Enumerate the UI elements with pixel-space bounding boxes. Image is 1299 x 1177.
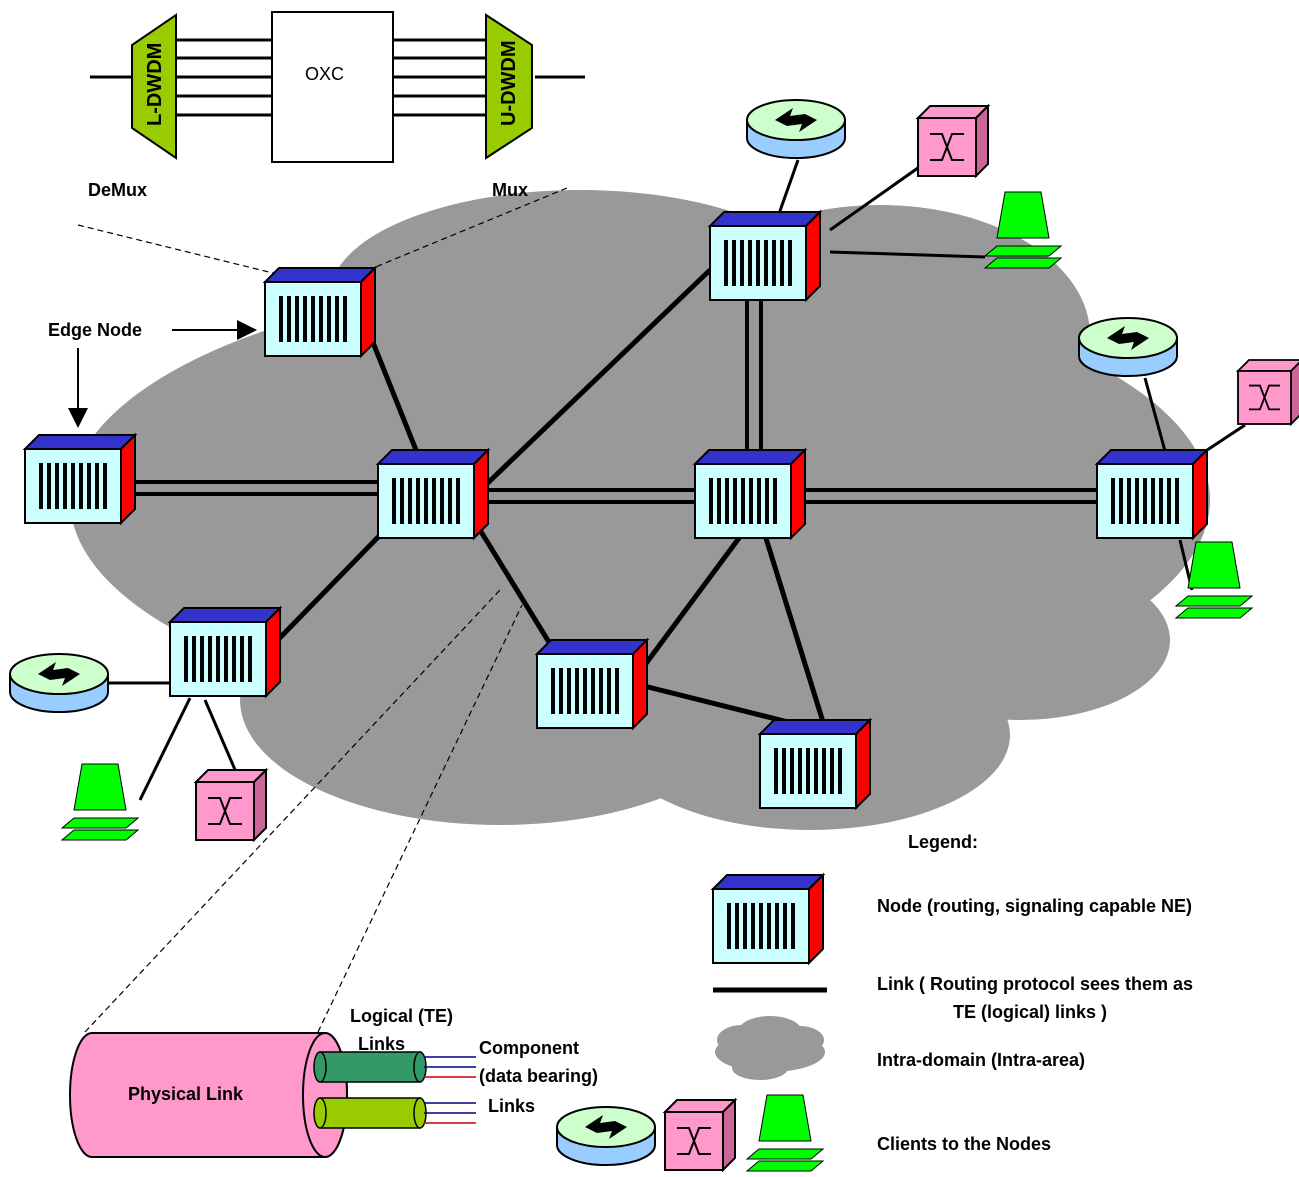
legend-domain-text: Intra-domain (Intra-area) [877,1050,1085,1070]
switch-icon [917,105,989,177]
component-label-3: Links [488,1096,535,1116]
node-bottom-right [759,719,871,809]
router-icon [1078,317,1178,377]
node-right [1096,449,1208,539]
legend-link-text-2: TE (logical) links ) [953,1002,1107,1022]
u-dwdm-mux [485,13,533,160]
component-strands [424,1056,476,1124]
legend-link-text: Link ( Routing protocol sees them as [877,974,1193,994]
legend: Legend: Node (routing, signaling capable… [556,832,1193,1172]
node-center [377,449,489,539]
edge-node-top [264,267,376,357]
mux-label: Mux [492,180,528,200]
legend-router-icon [556,1106,656,1166]
fiber-dark [313,1051,427,1083]
te-links [266,268,831,739]
switch-icon [1237,359,1299,425]
intra-domain-cloud [70,190,1210,830]
node-top-right [709,211,821,301]
component-label: Component [479,1038,579,1058]
legend-node-text: Node (routing, signaling capable NE) [877,896,1192,916]
edge-node-annotation: Edge Node [48,320,257,428]
oxc-zoom-lines [77,187,568,277]
node-center-right [694,449,806,539]
physical-link-label: Physical Link [128,1084,244,1104]
legend-cloud-icon [715,1016,825,1080]
te-double-links [135,300,1097,504]
l-dwdm-label: L-DWDM [144,43,166,126]
fiber-light [313,1097,427,1129]
physical-zoom-lines [84,589,523,1033]
oxc-box [271,11,394,163]
demux-label: DeMux [88,180,147,200]
node-bottom-center [536,639,648,729]
legend-switch-icon [664,1099,736,1171]
edge-node-left [24,434,136,524]
edge-node-label: Edge Node [48,320,142,340]
logical-te-label: Logical (TE) [350,1006,453,1026]
node-bottom-left [169,607,281,697]
switch-icon [195,769,267,841]
oxc-inset: OXC L-DWDM U-DWDM DeMux Mux [88,11,585,200]
workstation-icon [61,763,139,841]
legend-workstation-icon [746,1094,824,1172]
client-links [108,159,1246,801]
u-dwdm-label: U-DWDM [498,40,520,126]
component-label-2: (data bearing) [479,1066,598,1086]
l-dwdm-demux [131,13,177,160]
arrow-down-icon [68,408,88,428]
arrow-right-icon [237,320,257,340]
legend-clients-text: Clients to the Nodes [877,1134,1051,1154]
legend-node-icon [712,874,824,964]
router-icon [9,653,109,713]
router-icon [746,99,846,159]
legend-title: Legend: [908,832,978,852]
physical-link-graphic: Physical Link Logical (TE) Links Compone… [69,1006,598,1158]
oxc-label: OXC [305,64,344,84]
logical-te-label-2: Links [358,1034,405,1054]
